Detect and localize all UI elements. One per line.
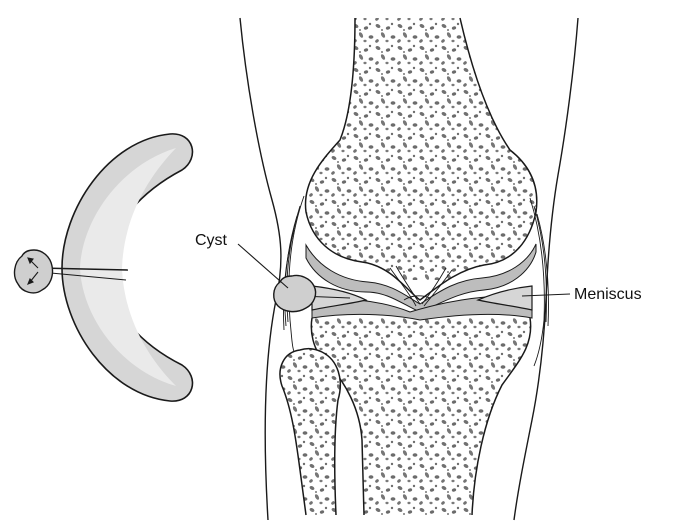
leg-outline-left — [240, 18, 281, 520]
cyst-label: Cyst — [195, 232, 228, 249]
meniscus-callout: Meniscus — [522, 286, 642, 303]
knee-section — [240, 10, 578, 520]
meniscus-top-view — [15, 134, 193, 401]
cyst-callout: Cyst — [195, 232, 288, 288]
meniscus-label: Meniscus — [574, 286, 642, 303]
cyst-small — [15, 250, 53, 293]
femur-spongy-bone — [290, 10, 550, 280]
